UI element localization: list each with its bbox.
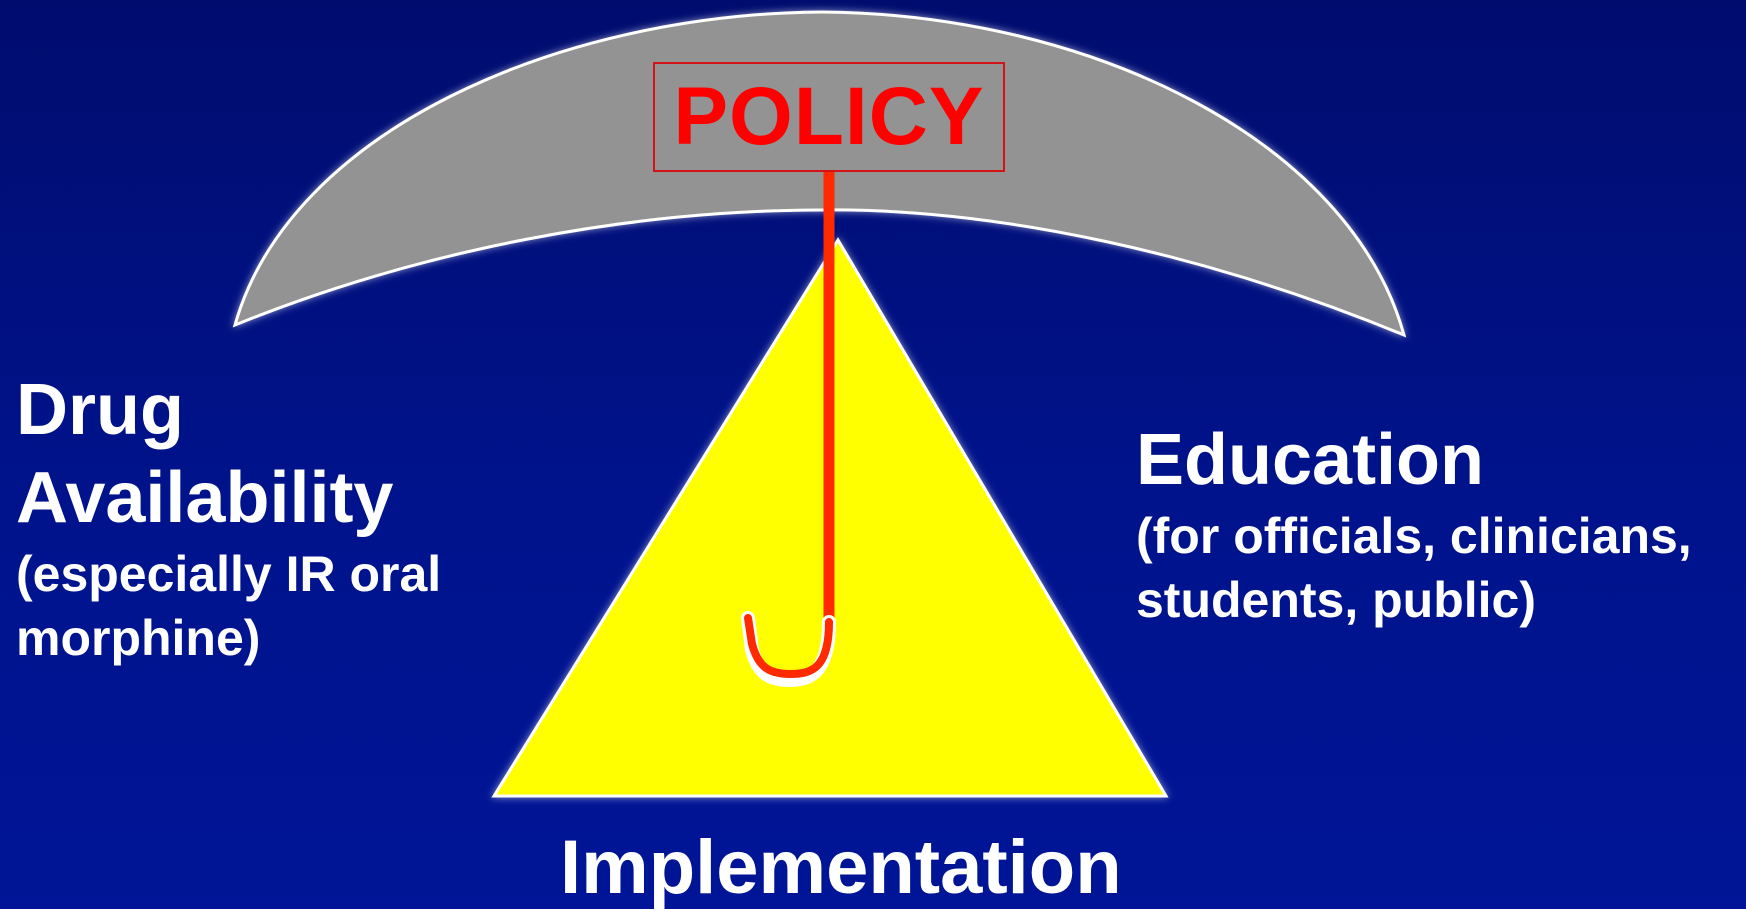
umbrella-handle-hook: [744, 614, 833, 679]
education-heading: Education: [1136, 420, 1485, 500]
implementation-block: Implementation: [560, 822, 1122, 909]
education-detail-line2: students, public): [1136, 572, 1536, 628]
drug-availability-detail-line2: morphine): [16, 610, 261, 666]
drug-availability-heading-line2: Availability: [16, 458, 394, 538]
education-block: Education (for officials, clinicians, st…: [1136, 416, 1736, 632]
umbrella-canopy: [232, 10, 1407, 338]
policy-label: POLICY: [653, 62, 1005, 172]
implementation-heading: Implementation: [560, 825, 1122, 909]
drug-availability-detail-line1: (especially IR oral: [16, 546, 442, 602]
drug-availability-heading-line1: Drug: [16, 370, 184, 450]
education-detail-line1: (for officials, clinicians,: [1136, 508, 1692, 564]
drug-availability-block: Drug Availability (especially IR oral mo…: [16, 366, 536, 670]
